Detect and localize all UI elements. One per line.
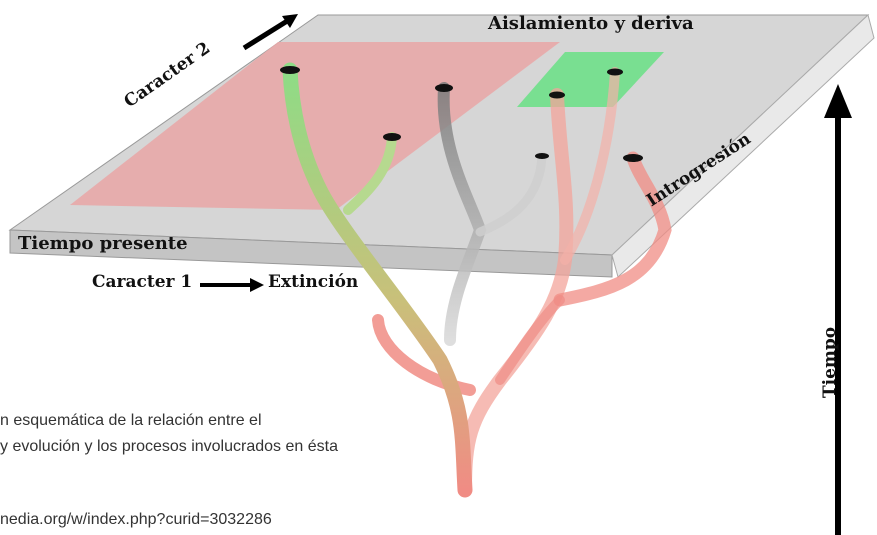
tip-4 [535,153,549,159]
plane-side-edge [611,14,875,278]
caption-line-1: n esquemática de la relación entre el [0,412,262,429]
branch-green-side [343,132,397,215]
extinction-label: Extinción [268,272,359,292]
character2-arrow [242,15,294,51]
tip-5 [549,91,565,99]
caption-source-link[interactable]: nedia.org/w/index.php?curid=3032286 [0,511,272,528]
present-time-label: Tiempo presente [18,233,188,254]
isolation-label: Aislamiento y deriva [488,13,694,34]
branch-red-loop [495,295,565,385]
tip-2 [383,133,401,141]
branch-gray-small [475,151,547,237]
branch-red-introgression [553,151,672,307]
red-character-region [70,42,560,210]
character1-label: Caracter 1 [92,272,193,292]
tip-3 [435,84,453,92]
branch-red-right [560,67,620,265]
caption-line-2: y evolución y los procesos involucrados … [0,438,338,455]
character2-arrow-head [282,14,298,28]
tip-1 [280,66,300,74]
character1-arrow-head [250,278,264,292]
tip-7 [623,154,643,162]
branch-main-lineage [282,62,473,498]
time-label: Tiempo [820,326,840,398]
time-arrow-head [824,84,852,118]
tip-6 [607,68,623,76]
